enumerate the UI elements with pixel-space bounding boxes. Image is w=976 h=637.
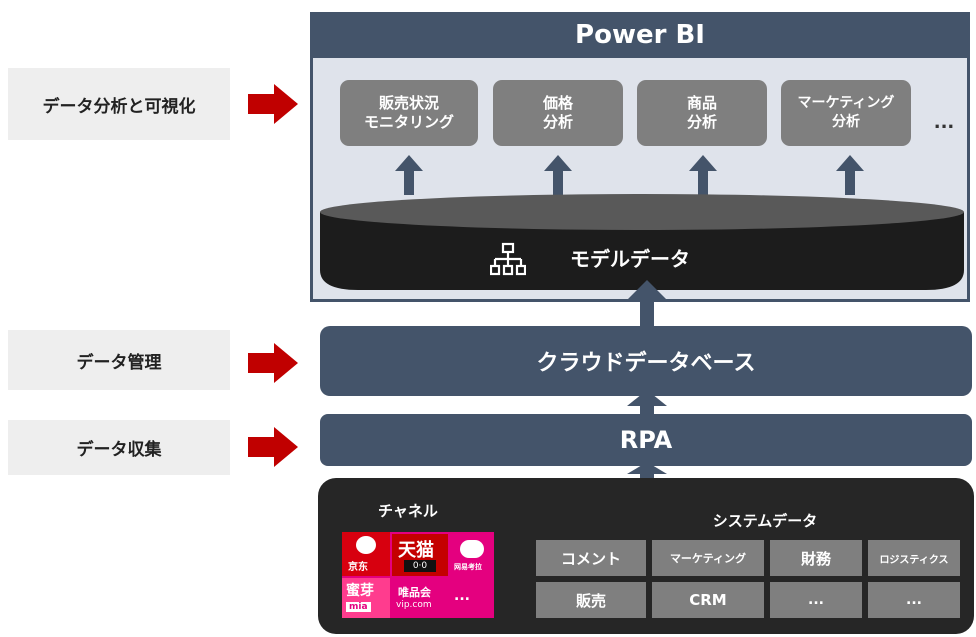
up-arrow-icon	[395, 155, 423, 195]
jd-logo-text: 京东	[348, 562, 368, 573]
analysis-line1: 価格	[542, 94, 573, 112]
channel-title: チャネル	[378, 502, 438, 520]
up-arrow-icon	[836, 155, 864, 195]
analysis-line1: マーケティング	[797, 95, 895, 111]
analysis-line2: モニタリング	[363, 113, 454, 131]
channel-more: ...	[454, 588, 470, 604]
label-data-collection: データ収集	[8, 420, 230, 475]
cloud-database-bar: クラウドデータベース	[320, 326, 972, 396]
mia-logo: 蜜芽 mia	[342, 578, 390, 618]
channel-logos-collage: 京东 天猫 0·0 网易考拉 蜜芽 mia 唯品会 vip.com ...	[342, 532, 494, 618]
analysis-more: ...	[933, 112, 955, 133]
system-cell-more-1: ...	[770, 582, 862, 618]
hierarchy-icon	[490, 242, 526, 276]
system-cell-sales: 販売	[536, 582, 646, 618]
jd-logo: 京东	[342, 532, 390, 576]
analysis-line2: 分析	[832, 114, 860, 130]
model-data-label: モデルデータ	[570, 246, 690, 271]
rpa-bar: RPA	[320, 414, 972, 466]
netease-logo: 网易考拉	[450, 534, 494, 576]
arrow-management-icon	[248, 343, 298, 383]
analysis-line1: 販売状況	[378, 94, 439, 112]
mia-sub: mia	[346, 602, 371, 612]
vip-logo: 唯品会 vip.com	[392, 578, 448, 618]
tmall-logo-text: 天猫	[398, 540, 434, 561]
analysis-box-price: 価格 分析	[493, 80, 623, 146]
connector-up-arrow-icon	[627, 390, 667, 420]
up-arrow-icon	[689, 155, 717, 195]
powerbi-title: Power BI	[310, 12, 970, 58]
system-cell-logistics: ロジスティクス	[868, 540, 960, 576]
vip-sub: vip.com	[396, 600, 432, 610]
heart-icon	[460, 540, 484, 558]
connector-up-arrow-icon	[627, 462, 667, 486]
system-cell-marketing: マーケティング	[652, 540, 764, 576]
analysis-line2: 分析	[542, 113, 573, 131]
system-data-title: システムデータ	[712, 512, 818, 530]
arrow-visualization-icon	[248, 84, 298, 124]
mia-logo-text: 蜜芽	[346, 583, 374, 599]
label-data-management: データ管理	[8, 330, 230, 390]
system-cell-more-2: ...	[868, 582, 960, 618]
connector-up-arrow-icon	[627, 280, 667, 326]
analysis-line2: 分析	[686, 113, 717, 131]
model-data-cylinder	[320, 194, 964, 290]
system-cell-finance: 財務	[770, 540, 862, 576]
dog-icon	[356, 536, 376, 554]
tmall-logo: 天猫 0·0	[392, 534, 448, 576]
arrow-collection-icon	[248, 427, 298, 467]
netease-logo-text: 网易考拉	[454, 563, 482, 571]
analysis-line1: 商品	[686, 94, 717, 112]
analysis-box-marketing: マーケティング 分析	[781, 80, 911, 146]
analysis-box-sales-monitoring: 販売状況 モニタリング	[340, 80, 478, 146]
system-cell-comment: コメント	[536, 540, 646, 576]
label-data-visualization: データ分析と可視化	[8, 68, 230, 140]
vip-logo-text: 唯品会	[398, 586, 431, 599]
tmall-sub: 0·0	[404, 560, 436, 572]
system-cell-crm: CRM	[652, 582, 764, 618]
analysis-box-product: 商品 分析	[637, 80, 767, 146]
up-arrow-icon	[544, 155, 572, 195]
